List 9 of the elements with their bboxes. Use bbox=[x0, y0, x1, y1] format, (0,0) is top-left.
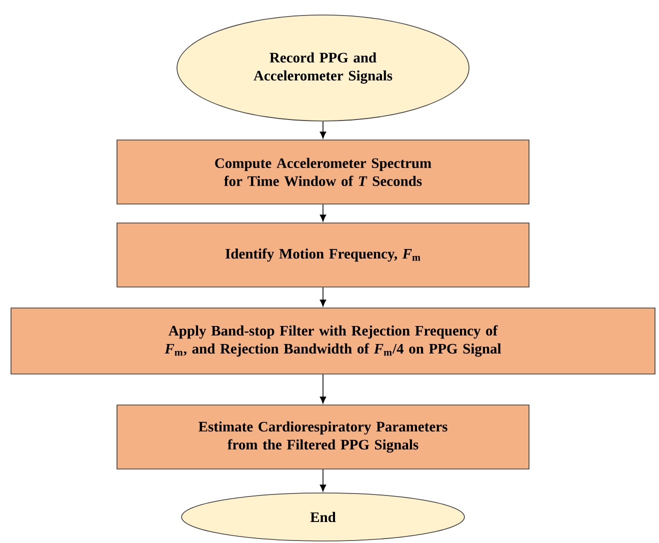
process-box: Estimate Cardiorespiratory Parameters from the Filtered PPG Signals bbox=[116, 404, 530, 470]
process-box: Identify Motion Frequency, F$_{m}$ bbox=[116, 222, 530, 288]
process-box: Apply Band-stop Filter with Rejection Frequency of F$_{m}$, and Rejection Bandwidth of F$_{m}$/4 on PPG Signal bbox=[10, 308, 656, 374]
arrow bbox=[320, 287, 326, 307]
arrow bbox=[320, 204, 326, 222]
process-box: Compute Accelerometer Spectrum for Time Window of T Seconds bbox=[116, 140, 530, 204]
arrow bbox=[320, 121, 326, 139]
arrow bbox=[320, 374, 326, 404]
arrow bbox=[320, 469, 326, 492]
